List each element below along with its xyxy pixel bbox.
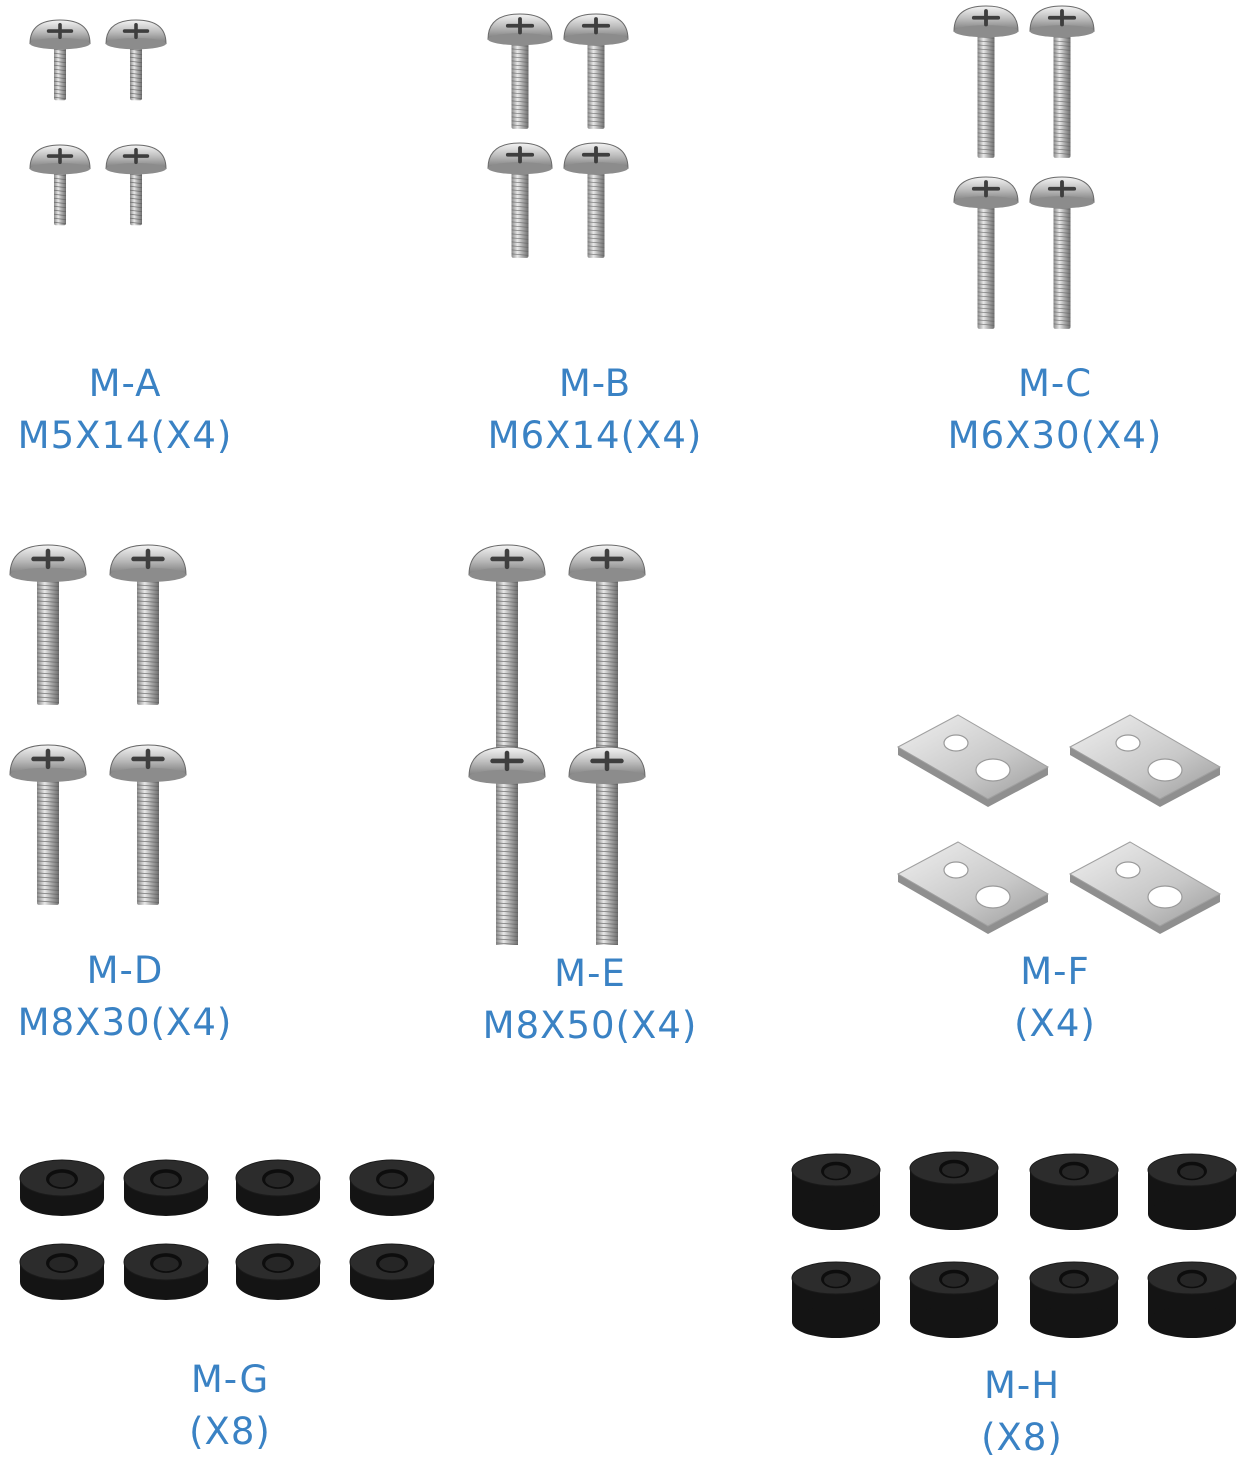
part-code: M-H [983,1364,1061,1407]
screw [9,744,87,905]
part-code: M-G [190,1358,270,1401]
plate [896,841,1050,934]
spacer [19,1159,105,1216]
part-spec: M6X30(X4) [947,414,1163,457]
screw [29,144,91,226]
part-label: M-G (X8) [0,1354,460,1458]
part-m-g: M-G (X8) [0,1150,460,1460]
spacer [1147,1261,1237,1338]
spacer [1029,1261,1119,1338]
part-code: M-B [558,362,632,405]
part-m-d: M-D M8X30(X4) [0,535,250,1045]
spacer [19,1243,105,1300]
screw [487,13,553,129]
part-spec: M6X14(X4) [487,414,703,457]
part-m-b: M-B M6X14(X4) [460,0,730,470]
screw [568,544,646,757]
plate [896,714,1050,807]
part-m-e: M-E M8X50(X4) [465,535,715,1047]
part-m-a: M-A M5X14(X4) [0,0,250,470]
screw [468,746,546,945]
screw-icon [468,544,646,945]
plate [1068,714,1222,807]
part-label: M-D M8X30(X4) [0,945,250,1049]
screw [953,176,1019,329]
spacer [235,1159,321,1216]
spacer [123,1159,209,1216]
screw [29,19,91,101]
part-label: M-A M5X14(X4) [0,358,250,462]
part-spec: M8X30(X4) [17,1001,233,1044]
part-spec: (X4) [1014,1002,1096,1045]
spacer [349,1159,435,1216]
spacer-icon [791,1151,1237,1338]
screw [105,144,167,226]
plate-icon [896,714,1222,934]
part-code: M-E [554,952,626,995]
part-code: M-F [1020,950,1090,993]
screw [1029,176,1095,329]
part-label: M-F (X4) [880,946,1230,1050]
part-code: M-A [88,362,162,405]
part-spec: (X8) [189,1410,271,1453]
screw-icon [487,13,629,258]
screw [1029,5,1095,158]
spacer [791,1261,881,1338]
part-label: M-E M8X50(X4) [465,948,715,1052]
spacer [1147,1153,1237,1230]
part-label: M-H (X8) [780,1360,1244,1464]
spacer [1029,1153,1119,1230]
part-code: M-C [1017,362,1093,405]
screw [953,5,1019,158]
plate [1068,841,1222,934]
screw-icon [9,544,187,905]
screw [109,744,187,905]
part-code: M-D [86,949,164,992]
screw [568,746,646,945]
spacer [791,1153,881,1230]
part-spec: M5X14(X4) [17,414,233,457]
screw-icon [953,5,1095,329]
part-label: M-B M6X14(X4) [460,358,730,462]
part-m-f: M-F (X4) [880,700,1244,1050]
screw [563,142,629,258]
screw [105,19,167,101]
part-label: M-C M6X30(X4) [930,358,1180,462]
screw [487,142,553,258]
part-spec: (X8) [981,1416,1063,1459]
spacer [349,1243,435,1300]
screw [468,544,546,757]
part-spec: M8X50(X4) [482,1004,698,1047]
screw-icon [29,19,167,226]
spacer [123,1243,209,1300]
spacer [909,1151,999,1230]
screw [9,544,87,705]
spacer-icon [19,1159,435,1300]
screw [563,13,629,129]
part-m-h: M-H (X8) [780,1150,1244,1460]
spacer [235,1243,321,1300]
screw [109,544,187,705]
part-m-c: M-C M6X30(X4) [930,0,1180,470]
spacer [909,1261,999,1338]
